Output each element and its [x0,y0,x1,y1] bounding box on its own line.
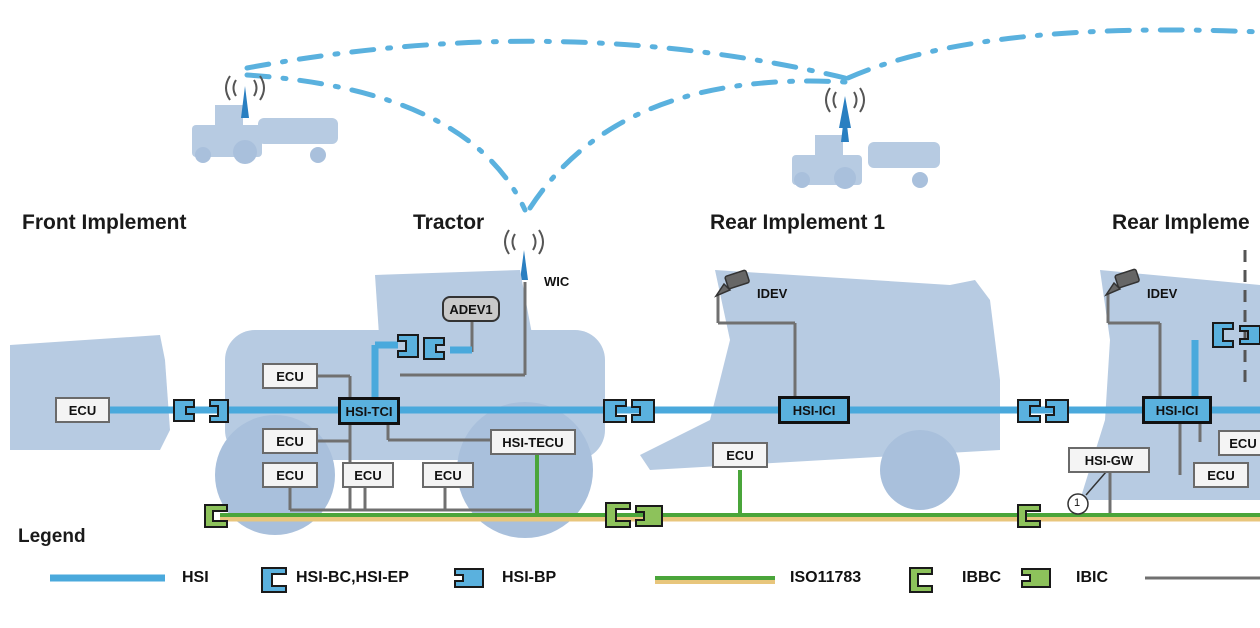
section-tractor: Tractor [413,211,485,234]
hsi-gw-box: HSI-GW [1068,447,1150,473]
iso-connector-icon [204,502,1041,528]
ecu-box: ECU [1218,430,1260,456]
adev1-box: ADEV1 [442,296,500,322]
legend-hsi-bc: HSI-BC,HSI-EP [296,569,409,586]
hsi-tci-box: HSI-TCI [338,397,400,425]
hsi-ici-box: HSI-ICI [1142,396,1212,424]
iso11783-bus [220,455,1260,522]
legend-hsi-bp: HSI-BP [502,569,557,586]
legend-iso11783: ISO11783 [790,569,862,586]
front-implement-silhouette [10,335,170,450]
hsi-ici-box: HSI-ICI [778,396,850,424]
ecu-box: ECU [262,428,318,454]
ecu-box: ECU [262,462,318,488]
idev-label: IDEV [757,286,788,301]
camera-icon [713,268,1140,298]
tractor-silhouette [215,270,605,538]
ecu-box: ECU [342,462,394,488]
hsi-connector-icon [173,322,1260,423]
remote-tractor-right [792,135,940,189]
marker-label: 1 [1074,497,1081,509]
legend-ibbc: IBBC [962,569,1002,586]
section-front-implement: Front Implement [22,211,187,234]
section-rear-implement-2: Rear Impleme [1112,211,1250,234]
ecu-box: ECU [262,363,318,389]
legend-ibic: IBIC [1076,569,1108,586]
idev-label: IDEV [1147,286,1178,301]
ecu-box: ECU [712,442,768,468]
legend-graphics [50,567,1260,593]
rear-implement-1-silhouette [640,270,1000,510]
marker-circle [1067,493,1089,515]
ecu-box: ECU [1193,462,1249,488]
legend-hsi: HSI [182,569,209,586]
antenna-waves-icon [225,75,865,255]
antenna-icon [241,86,851,280]
hsi-tecu-box: HSI-TECU [490,429,576,455]
wireless-links [244,27,1260,213]
ecu-box: ECU [422,462,474,488]
gray-wiring [288,282,1260,517]
legend-title: Legend [18,526,86,547]
remote-tractor-left [192,105,338,164]
wic-label: WIC [544,274,570,289]
section-rear-implement-1: Rear Implement 1 [710,211,886,234]
ecu-box: ECU [55,397,110,423]
